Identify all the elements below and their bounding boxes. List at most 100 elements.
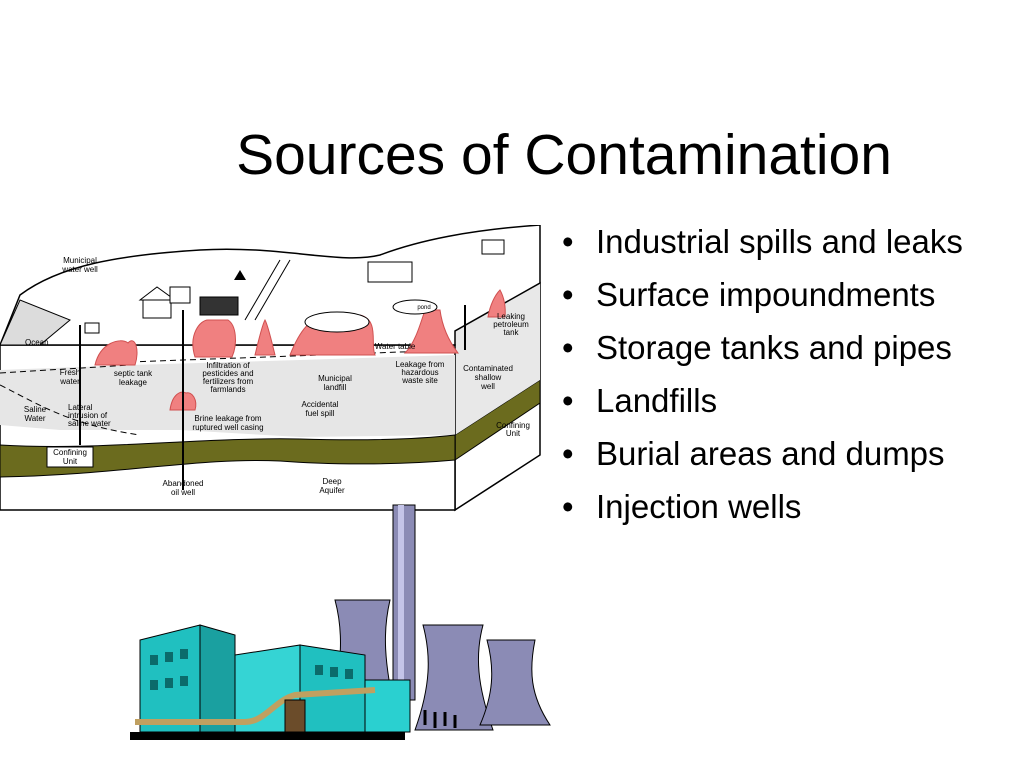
plant-building xyxy=(199,624,236,733)
bullet-item: • Burial areas and dumps xyxy=(560,434,1010,473)
cooling-tower xyxy=(479,639,551,726)
barn-icon xyxy=(169,286,191,304)
label-infiltration: farmlands xyxy=(210,385,245,394)
saline-interface xyxy=(0,384,141,436)
ocean-surface xyxy=(0,299,71,346)
bullet-glyph: • xyxy=(562,382,574,419)
tree-icon xyxy=(234,270,246,280)
land-surface xyxy=(0,225,541,346)
label-lateral: saline water xyxy=(68,419,111,428)
road-icon xyxy=(244,259,281,321)
bullet-glyph: • xyxy=(562,329,574,366)
label-abandoned: oil well xyxy=(171,488,195,497)
label-deep-aquifer: Aquifer xyxy=(319,486,345,495)
label-lateral: intrusion of xyxy=(68,411,108,420)
aquifer-side xyxy=(455,283,540,435)
window xyxy=(345,669,353,679)
label-lateral: Lateral xyxy=(68,403,93,412)
label-leaking: Leaking xyxy=(497,312,525,321)
confining-left-box xyxy=(46,446,94,468)
fuel-spill-plume xyxy=(254,319,276,356)
window xyxy=(315,665,323,675)
factory-icon xyxy=(367,261,413,283)
label-contaminated: Contaminated xyxy=(463,364,513,373)
label-infiltration: fertilizers from xyxy=(203,377,254,386)
label-municipal-well: water well xyxy=(61,265,98,274)
bullet-text: Surface impoundments xyxy=(596,276,936,313)
label-ocean: Ocean xyxy=(25,338,49,347)
label-fresh-water: water xyxy=(59,377,80,386)
window xyxy=(165,678,173,688)
petroleum-plume xyxy=(487,289,506,318)
road-icon xyxy=(254,259,291,321)
plant-pipe xyxy=(135,687,376,725)
bullet-text: Landfills xyxy=(596,382,718,419)
label-infiltration: Infiltration of xyxy=(206,361,250,370)
label-landfill: landfill xyxy=(324,383,347,392)
pond-icon xyxy=(392,299,438,315)
label-accidental: fuel spill xyxy=(306,409,335,418)
bullet-glyph: • xyxy=(562,276,574,313)
bullet-item: • Industrial spills and leaks xyxy=(560,222,1010,261)
label-saline: Saline xyxy=(24,405,47,414)
power-plant-clipart xyxy=(130,504,551,740)
landfill-mound xyxy=(304,311,370,333)
label-hazardous: Leakage from xyxy=(396,360,445,369)
farmland-plume xyxy=(192,319,236,358)
label-infiltration: pesticides and xyxy=(202,369,253,378)
water-table-line xyxy=(0,364,131,374)
label-hazardous: hazardous xyxy=(401,368,438,377)
bullet-glyph: • xyxy=(562,488,574,525)
label-abandoned: Abandoned xyxy=(163,479,204,488)
label-septic: septic tank xyxy=(114,369,153,378)
label-deep-aquifer: Deep xyxy=(322,477,342,486)
bullet-text: Industrial spills and leaks xyxy=(596,223,963,260)
hazardous-plume xyxy=(403,309,460,354)
label-fresh-water: Fresh xyxy=(60,368,80,377)
slide-title: Sources of Contamination xyxy=(236,123,892,188)
label-brine: Brine leakage from xyxy=(194,414,261,423)
bullet-item: •Storage tanks and pipes xyxy=(560,328,1010,367)
bullet-item: • Landfills xyxy=(560,381,1010,420)
bullet-glyph: • xyxy=(562,435,574,472)
water-table-line xyxy=(129,349,456,363)
window xyxy=(150,655,158,665)
label-brine: ruptured well casing xyxy=(192,423,263,432)
label-leaking: tank xyxy=(503,328,519,337)
bullet-item: • Injection wells xyxy=(560,487,1010,526)
gas-station-icon xyxy=(481,239,505,255)
label-confining-left: Confining xyxy=(53,448,87,457)
window xyxy=(180,676,188,686)
label-confining-left: Unit xyxy=(63,457,78,466)
window xyxy=(165,652,173,662)
label-saline: Water xyxy=(24,414,45,423)
bullet-text: Burial areas and dumps xyxy=(596,435,945,472)
well-house-icon xyxy=(84,322,100,334)
label-leaking: petroleum xyxy=(493,320,529,329)
window xyxy=(150,680,158,690)
label-landfill: Municipal xyxy=(318,374,352,383)
label-confining-right: Confining xyxy=(496,421,530,430)
septic-plume xyxy=(94,340,138,366)
plant-fence xyxy=(130,732,405,740)
groundwater-diagram: Municipal water well Ocean Fresh water s… xyxy=(0,225,541,512)
bullet-list: • Industrial spills and leaks • Surface im… xyxy=(560,222,1010,540)
house-roof-icon xyxy=(138,286,177,301)
shallow-aquifer xyxy=(0,355,455,437)
label-septic: leakage xyxy=(119,378,148,387)
plant-pipes-small xyxy=(423,710,457,728)
label-pond: pond xyxy=(417,305,430,311)
label-confining-right: Unit xyxy=(506,429,521,438)
label-contaminated: well xyxy=(480,382,495,391)
bullet-text: Injection wells xyxy=(596,488,802,525)
label-water-table: Water table xyxy=(375,342,416,351)
window xyxy=(330,667,338,677)
smokestack-highlight xyxy=(398,505,404,700)
label-hazardous: waste site xyxy=(401,376,438,385)
plant-door xyxy=(284,699,306,733)
window xyxy=(180,649,188,659)
bullet-glyph: • xyxy=(562,223,574,260)
house-icon xyxy=(142,299,172,319)
bullet-item: • Surface impoundments xyxy=(560,275,1010,314)
cooling-tower xyxy=(414,624,494,731)
